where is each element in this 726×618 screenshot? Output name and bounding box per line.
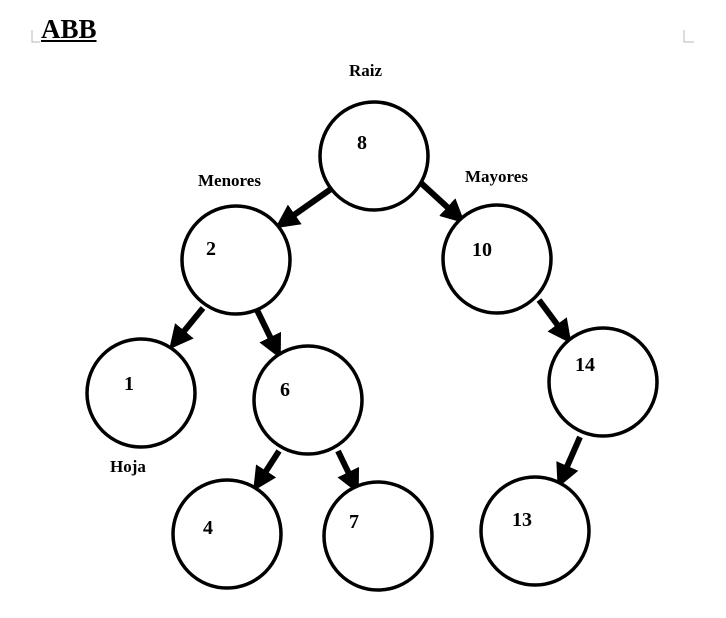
lesser-annotation: Menores	[198, 171, 261, 190]
edge-n14-n13	[556, 435, 583, 488]
node-label: 13	[512, 509, 532, 531]
node-circle	[322, 480, 434, 592]
tree-node-7: 7	[322, 480, 434, 592]
node-circle	[318, 100, 430, 212]
node-circle	[547, 326, 659, 438]
node-label: 4	[203, 517, 213, 539]
page-corner-mark-left	[31, 30, 40, 43]
node-circle	[171, 478, 283, 590]
node-label: 8	[357, 132, 367, 154]
node-circle	[479, 475, 591, 587]
node-label: 1	[124, 373, 134, 395]
edge-n6-n7	[335, 449, 360, 494]
edge-n8-n2	[275, 186, 333, 229]
tree-node-6: 6	[252, 344, 364, 456]
page-title: ABB	[41, 14, 97, 44]
node-circle	[252, 344, 364, 456]
node-label: 6	[280, 379, 290, 401]
node-circle	[441, 203, 553, 315]
edges-layer	[169, 180, 583, 494]
edge-n6-n4	[253, 449, 282, 492]
tree-node-14: 14	[547, 326, 659, 438]
node-label: 14	[575, 354, 595, 376]
tree-node-8: 8	[318, 100, 430, 212]
tree-node-13: 13	[479, 475, 591, 587]
edge-n10-n14	[536, 298, 572, 344]
leaf-annotation: Hoja	[110, 457, 146, 476]
tree-node-10: 10	[441, 203, 553, 315]
node-circle	[85, 337, 197, 449]
tree-node-4: 4	[171, 478, 283, 590]
tree-node-1: 1	[85, 337, 197, 449]
tree-node-2: 2	[180, 204, 292, 316]
node-label: 10	[472, 239, 492, 261]
root-annotation: Raiz	[349, 61, 383, 80]
nodes-layer: 8 2 10 1 6 14 4 7 13	[85, 100, 659, 592]
edge-n2-n1	[169, 306, 206, 350]
greater-annotation: Mayores	[465, 167, 528, 186]
node-label: 2	[206, 238, 216, 260]
edge-n8-n10	[418, 180, 465, 224]
node-circle	[180, 204, 292, 316]
node-label: 7	[349, 511, 359, 533]
edge-n2-n6	[254, 308, 282, 359]
page-corner-mark-right	[683, 30, 694, 43]
